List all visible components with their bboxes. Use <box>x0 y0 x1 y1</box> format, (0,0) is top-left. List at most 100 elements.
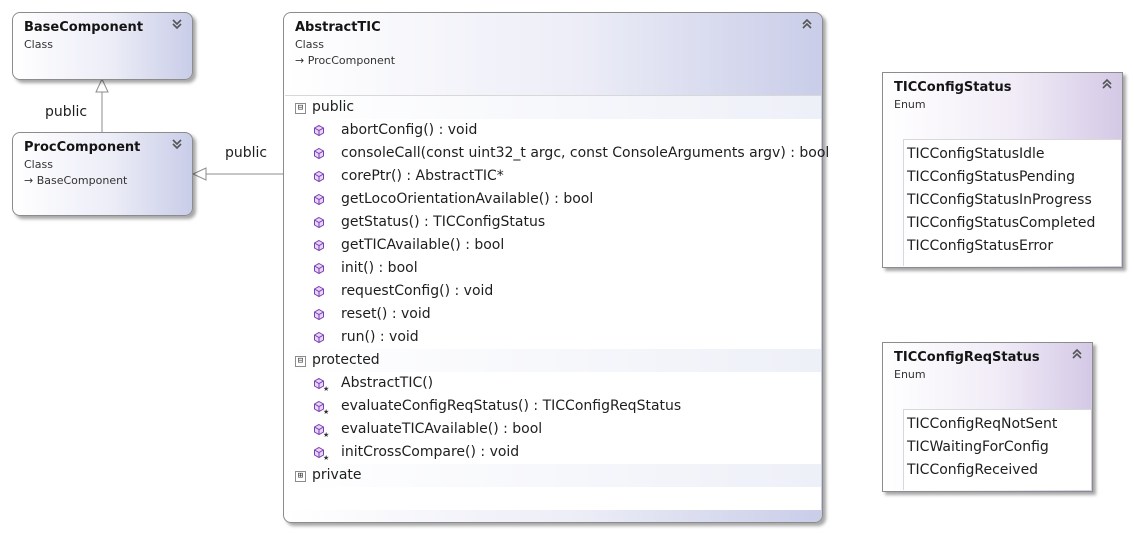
class-inherits-name: BaseComponent <box>36 174 128 187</box>
enum-value[interactable]: TICConfigStatusPending <box>907 169 1075 185</box>
enum-value[interactable]: TICConfigStatusInProgress <box>907 192 1092 208</box>
svg-text:★: ★ <box>323 454 329 462</box>
class-inherits: → ProcComponent <box>295 53 812 69</box>
method-signature: run() : void <box>341 329 419 345</box>
inherits-arrow-icon: → <box>24 174 37 187</box>
class-title: ProcComponent <box>24 140 141 155</box>
class-header: ProcComponent Class → BaseComponent <box>13 133 192 189</box>
method-row[interactable]: consoleCall(const uint32_t argc, const C… <box>285 142 829 165</box>
enum-value[interactable]: TICConfigStatusCompleted <box>907 215 1096 231</box>
enum-title: TICConfigReqStatus <box>894 350 1040 365</box>
method-row[interactable]: getStatus() : TICConfigStatus <box>285 211 821 234</box>
proc-inheritance-label: public <box>225 145 268 161</box>
class-members: ⊟ public abortConfig() : void consoleCall… <box>285 95 829 510</box>
method-row[interactable]: requestConfig() : void <box>285 280 821 303</box>
enum-values: TICConfigReqNotSent TICWaitingForConfig … <box>903 409 1091 490</box>
protected-method-icon: ★ <box>314 446 329 462</box>
enum-header: TICConfigStatus Enum <box>883 73 1122 113</box>
class-title: AbstractTIC <box>295 20 381 35</box>
inherits-arrow-icon: → <box>295 54 308 67</box>
enum-value[interactable]: TICWaitingForConfig <box>907 439 1049 455</box>
method-row[interactable]: init() : bool <box>285 257 821 280</box>
class-stereotype: Class <box>24 38 53 51</box>
chevron-double-up-icon[interactable] <box>1070 348 1084 362</box>
method-signature: abortConfig() : void <box>341 122 478 138</box>
section-public[interactable]: ⊟ public <box>285 96 821 119</box>
chevron-double-up-icon[interactable] <box>800 18 814 32</box>
method-row[interactable]: run() : void <box>285 326 821 349</box>
section-private[interactable]: ⊞ private <box>285 464 821 487</box>
method-signature: initCrossCompare() : void <box>341 444 520 460</box>
method-row[interactable]: reset() : void <box>285 303 821 326</box>
class-abstract-tic[interactable]: AbstractTIC Class → ProcComponent ⊟ publi… <box>283 12 829 523</box>
enum-tic-config-status[interactable]: TICConfigStatus Enum TICConfigStatusIdle… <box>882 72 1123 268</box>
public-method-icon <box>314 170 324 183</box>
protected-method-icon: ★ <box>314 377 329 393</box>
section-protected[interactable]: ⊟ protected <box>285 349 821 372</box>
method-row[interactable]: corePtr() : AbstractTIC* <box>285 165 821 188</box>
method-signature: getLocoOrientationAvailable() : bool <box>341 191 594 207</box>
class-header: BaseComponent Class <box>13 13 192 53</box>
base-inheritance-label: public <box>45 104 88 120</box>
svg-text:★: ★ <box>323 385 329 393</box>
class-proc-component[interactable]: ProcComponent Class → BaseComponent <box>12 132 193 216</box>
enum-value[interactable]: TICConfigReceived <box>907 462 1039 478</box>
method-row[interactable]: ★ AbstractTIC() <box>285 372 821 395</box>
class-title: BaseComponent <box>24 20 144 35</box>
method-signature: corePtr() : AbstractTIC* <box>341 168 504 184</box>
public-method-icon <box>314 124 324 137</box>
method-row[interactable]: getLocoOrientationAvailable() : bool <box>285 188 821 211</box>
enum-stereotype: Enum <box>894 368 926 381</box>
collapse-section-icon[interactable]: ⊟ <box>295 356 306 367</box>
enum-values: TICConfigStatusIdle TICConfigStatusPendi… <box>903 139 1121 266</box>
svg-text:★: ★ <box>323 431 329 439</box>
proc-to-base-arrowhead <box>95 77 109 93</box>
abstract-to-proc-arrowhead <box>191 167 207 181</box>
collapse-section-icon[interactable]: ⊟ <box>295 103 306 114</box>
enum-tic-config-req-status[interactable]: TICConfigReqStatus Enum TICConfigReqNotS… <box>882 342 1093 492</box>
class-base-component[interactable]: BaseComponent Class <box>12 12 193 80</box>
enum-value[interactable]: TICConfigReqNotSent <box>907 416 1058 432</box>
method-row[interactable]: ★ evaluateTICAvailable() : bool <box>285 418 821 441</box>
svg-text:★: ★ <box>323 408 329 416</box>
enum-value[interactable]: TICConfigStatusIdle <box>907 146 1045 162</box>
method-signature: reset() : void <box>341 306 431 322</box>
protected-method-icon: ★ <box>314 400 329 416</box>
method-row[interactable]: ★ initCrossCompare() : void <box>285 441 821 464</box>
section-label: protected <box>312 352 380 368</box>
method-signature: AbstractTIC() <box>341 375 434 391</box>
public-method-icon <box>314 285 324 298</box>
chevron-double-up-icon[interactable] <box>1100 78 1114 92</box>
public-method-icon <box>314 331 324 344</box>
section-label: private <box>312 467 362 483</box>
method-signature: getStatus() : TICConfigStatus <box>341 214 546 230</box>
public-method-icon <box>314 193 324 206</box>
method-signature: getTICAvailable() : bool <box>341 237 505 253</box>
expand-section-icon[interactable]: ⊞ <box>295 471 306 482</box>
public-method-icon <box>314 308 324 321</box>
enum-stereotype: Enum <box>894 98 926 111</box>
method-signature: init() : bool <box>341 260 418 276</box>
method-row[interactable]: abortConfig() : void <box>285 119 821 142</box>
public-method-icon <box>314 216 324 229</box>
method-signature: evaluateConfigReqStatus() : TICConfigReq… <box>341 398 682 414</box>
chevron-double-down-icon[interactable] <box>170 18 184 32</box>
public-method-icon <box>314 262 324 275</box>
enum-value[interactable]: TICConfigStatusError <box>907 238 1054 254</box>
class-stereotype: Class <box>24 158 53 171</box>
method-signature: consoleCall(const uint32_t argc, const C… <box>341 145 830 161</box>
class-header: AbstractTIC Class → ProcComponent <box>284 13 822 69</box>
class-stereotype: Class <box>295 38 324 51</box>
section-label: public <box>312 99 355 115</box>
method-row[interactable]: getTICAvailable() : bool <box>285 234 821 257</box>
enum-header: TICConfigReqStatus Enum <box>883 343 1092 383</box>
chevron-double-down-icon[interactable] <box>170 138 184 152</box>
method-signature: evaluateTICAvailable() : bool <box>341 421 543 437</box>
class-inherits: → BaseComponent <box>24 173 182 189</box>
method-row[interactable]: ★ evaluateConfigReqStatus() : TICConfigR… <box>285 395 821 418</box>
method-signature: requestConfig() : void <box>341 283 494 299</box>
public-method-icon <box>314 239 324 252</box>
enum-title: TICConfigStatus <box>894 80 1012 95</box>
class-inherits-name: ProcComponent <box>307 54 396 67</box>
